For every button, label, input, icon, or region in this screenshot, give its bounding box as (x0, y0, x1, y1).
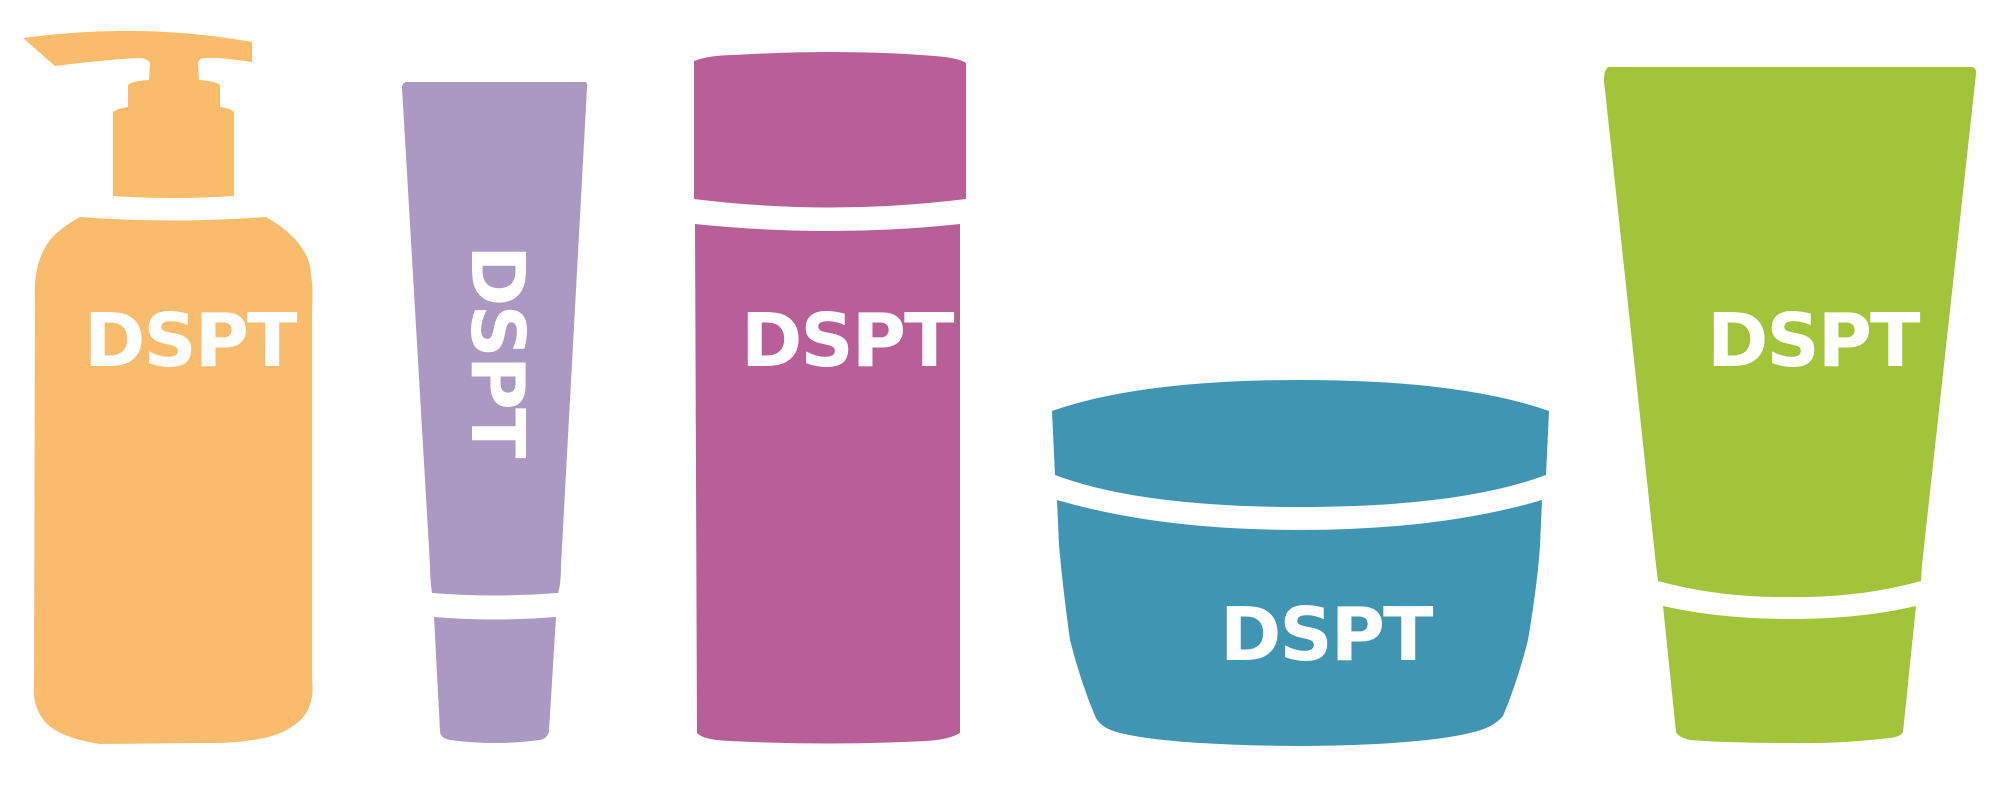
bottle-body (695, 224, 960, 744)
product-label: DSPT (454, 245, 540, 459)
product-label: DSPT (1220, 592, 1434, 678)
bottle-body (33, 217, 313, 744)
squeeze-tube-wide: DSPT (1604, 67, 1977, 744)
tube-cap (434, 617, 556, 743)
bottle-cap (694, 51, 966, 208)
product-label: DSPT (741, 298, 955, 384)
cream-jar: DSPT (1052, 380, 1549, 746)
product-label: DSPT (84, 298, 298, 384)
tube-cap (1663, 606, 1916, 744)
jar-body (1057, 500, 1542, 746)
cylinder-bottle: DSPT (694, 51, 966, 744)
tube-body (1604, 67, 1977, 598)
jar-lid (1052, 380, 1549, 507)
squeeze-tube-slim: DSPT (402, 82, 588, 743)
product-label: DSPT (1707, 298, 1921, 384)
pump-bottle: DSPT (23, 30, 313, 744)
tube-body (402, 82, 588, 596)
pump-head-icon (23, 30, 252, 199)
